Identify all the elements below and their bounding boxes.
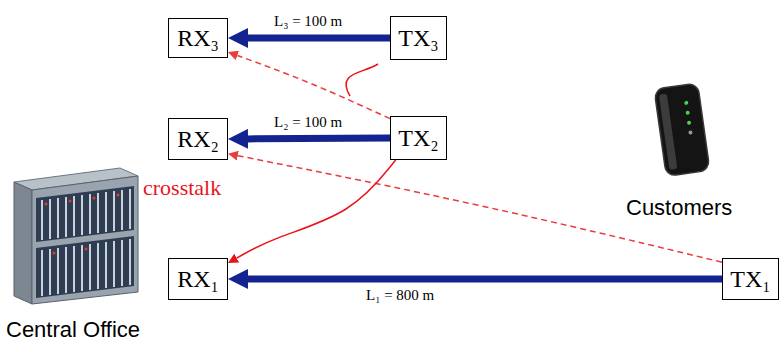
signal-arrow: [248, 276, 722, 283]
signal-arrow: [248, 35, 390, 42]
site-label: Central Office: [6, 318, 140, 342]
transceiver-box: TX₁: [722, 258, 779, 300]
transceiver-name: TX₃: [398, 26, 438, 50]
transceiver-name: TX₂: [398, 126, 438, 150]
transceiver-name: RX₃: [177, 26, 219, 50]
transceiver-box: TX₃: [390, 16, 447, 60]
crosstalk-label: crosstalk: [143, 176, 221, 200]
transceiver-box: TX₂: [390, 116, 447, 160]
transceiver-box: RX₂: [168, 118, 228, 160]
crosstalk-arrow: [237, 55, 390, 118]
length-label: L₂ = 100 m: [272, 114, 344, 131]
site-label: Customers: [626, 196, 732, 220]
transceiver-name: TX₁: [730, 267, 770, 291]
transceiver-box: RX₃: [168, 18, 228, 58]
transceiver-name: RX₂: [177, 127, 219, 151]
crosstalk-arrow: [237, 160, 396, 258]
rack-illustration: [14, 168, 138, 304]
transceiver-box: RX₁: [168, 258, 228, 300]
length-label: L₁ = 800 m: [364, 287, 436, 304]
modem-illustration: [654, 83, 710, 176]
transceiver-name: RX₁: [177, 267, 219, 291]
signal-arrow: [248, 135, 390, 143]
crosstalk-squiggle: [346, 64, 378, 96]
length-label: L₃ = 100 m: [272, 13, 344, 30]
